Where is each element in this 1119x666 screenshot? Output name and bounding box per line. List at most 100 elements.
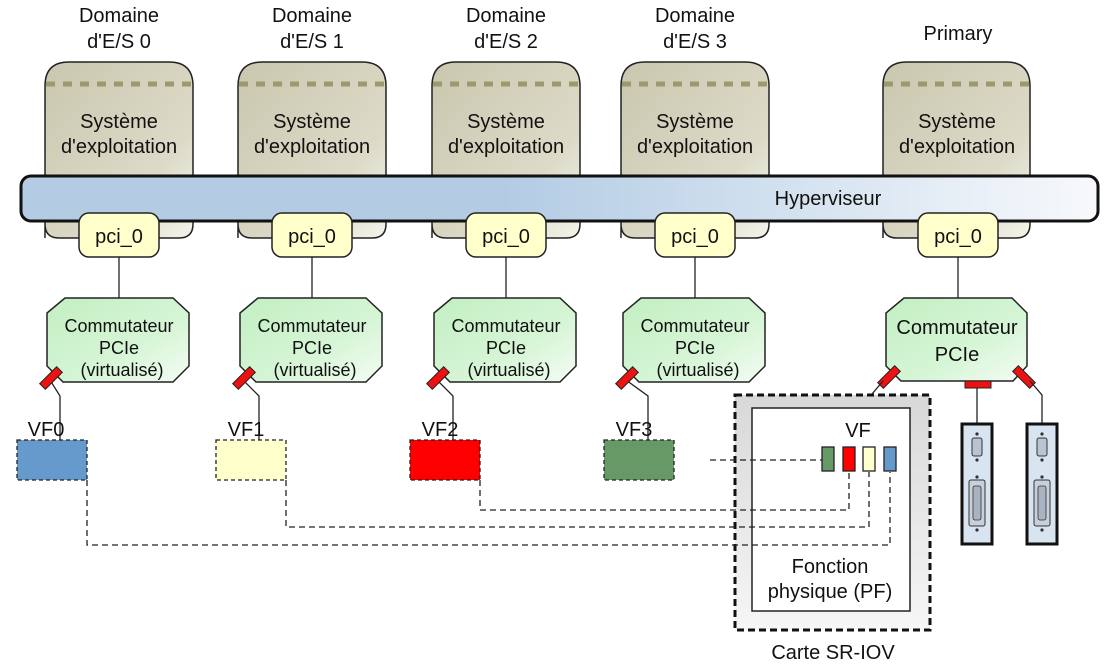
- pci-3: pci_0: [654, 212, 736, 298]
- pci-0: pci_0: [78, 212, 160, 298]
- domain-title-line1: Domaine: [655, 5, 735, 27]
- domain-title-line1: Domaine: [272, 5, 352, 27]
- connector-screw: [1040, 458, 1044, 462]
- primary-os-line1: Système: [918, 111, 996, 133]
- primary-switch-line1: Commutateur: [896, 317, 1017, 339]
- os-label-line2: d'exploitation: [254, 136, 370, 158]
- vf-label: VF0: [28, 419, 65, 441]
- primary-switch-body: [885, 297, 1028, 382]
- switch-port: [231, 365, 257, 391]
- hypervisor: Hyperviseur: [19, 174, 1100, 223]
- switch-body: [622, 297, 766, 383]
- primary-pci: pci_0: [917, 212, 999, 298]
- primary-switch-port-right: [1011, 364, 1037, 390]
- switch-label-line3: (virtualisé): [656, 360, 739, 380]
- vf-box: [16, 439, 88, 481]
- db9-connector-icon: [1036, 437, 1048, 457]
- pci-layer: pci_0 pci_0 pci_0 pci_0: [78, 212, 736, 298]
- switch-to-vf-link: [625, 379, 649, 440]
- vf-links-layer: [86, 459, 891, 546]
- primary-switch-port-left: [876, 364, 902, 390]
- switch-label-line3: (virtualisé): [80, 360, 163, 380]
- physical-io-device-1: [1025, 422, 1059, 546]
- db25-pins: [1037, 485, 1047, 521]
- vf-label: VF2: [422, 419, 459, 441]
- switch-body: [433, 297, 577, 383]
- switch-to-vf-link: [242, 379, 260, 440]
- pci-2: pci_0: [465, 212, 547, 298]
- card-vf-slot-1: [842, 446, 856, 472]
- switch-label-line2: PCIe: [675, 338, 715, 358]
- vf2-to-card-link: [479, 472, 850, 511]
- switch-label-line2: PCIe: [486, 338, 526, 358]
- domain-title-line2: d'E/S 3: [663, 31, 727, 53]
- sriov-card: VF Fonction physique (PF) Carte SR-IOV: [733, 393, 932, 664]
- primary-os-line2: d'exploitation: [899, 136, 1015, 158]
- domain-title-line1: Domaine: [79, 5, 159, 27]
- primary-title: Primary: [924, 23, 993, 45]
- os-label-line2: d'exploitation: [637, 136, 753, 158]
- pci-label: pci_0: [482, 226, 530, 248]
- primary-pci-label: pci_0: [934, 226, 982, 248]
- switch-layer: CommutateurPCIe(virtualisé)VF0Commutateu…: [16, 297, 766, 481]
- switch-to-vf-link: [436, 379, 454, 440]
- os-label-line2: d'exploitation: [61, 136, 177, 158]
- domain-title-line2: d'E/S 0: [87, 31, 151, 53]
- primary-to-device2-link: [1029, 380, 1043, 424]
- card-vf-slot-2: [862, 446, 876, 472]
- vf-3: VF3: [603, 419, 675, 481]
- db25-pins: [972, 485, 982, 521]
- connector-screw: [975, 528, 979, 532]
- pci-label: pci_0: [671, 226, 719, 248]
- switch-body: [239, 297, 383, 383]
- card-vf-slot-3: [883, 446, 897, 472]
- connector-screw: [975, 475, 979, 479]
- os-label-line1: Système: [273, 111, 351, 133]
- physical-devices: [960, 422, 1059, 546]
- sriov-card-label: Carte SR-IOV: [771, 642, 895, 664]
- os-label-line1: Système: [467, 111, 545, 133]
- connector-screw: [975, 432, 979, 436]
- switch-label-line2: PCIe: [99, 338, 139, 358]
- switch-body: [46, 297, 190, 383]
- vf-label: VF1: [228, 419, 265, 441]
- card-vf-label: VF: [845, 420, 871, 442]
- db9-connector-icon: [971, 437, 983, 457]
- primary-switch-line2: PCIe: [935, 344, 979, 366]
- pci-label: pci_0: [288, 226, 336, 248]
- vf-0: VF0: [16, 419, 88, 481]
- hypervisor-bar: [19, 174, 1100, 223]
- pci-1: pci_0: [271, 212, 353, 298]
- physical-io-device-0: [960, 422, 994, 546]
- connector-screw: [975, 458, 979, 462]
- switch-port: [614, 365, 640, 391]
- vf-slots-layer: [821, 446, 897, 472]
- vf-label: VF3: [616, 419, 653, 441]
- os-label-line1: Système: [656, 111, 734, 133]
- connector-screw: [1040, 475, 1044, 479]
- switch-label-line2: PCIe: [292, 338, 332, 358]
- switch-port: [425, 365, 451, 391]
- os-label-line2: d'exploitation: [448, 136, 564, 158]
- domain-title-line1: Domaine: [466, 5, 546, 27]
- vf-1: VF1: [215, 419, 287, 481]
- hypervisor-label: Hyperviseur: [775, 188, 882, 210]
- card-vf-slot-0: [821, 446, 835, 472]
- vf-box: [215, 439, 287, 481]
- vf-2: VF2: [409, 419, 481, 481]
- pf-label-line2: physique (PF): [768, 581, 893, 603]
- switch-label-line3: (virtualisé): [467, 360, 550, 380]
- pf-label-line1: Fonction: [792, 556, 869, 578]
- switch-label-line3: (virtualisé): [273, 360, 356, 380]
- vf1-to-card-link: [285, 472, 870, 528]
- switch-to-vf-link: [49, 379, 61, 440]
- domain-title-line2: d'E/S 2: [474, 31, 538, 53]
- switch-label-line1: Commutateur: [640, 316, 749, 336]
- connector-screw: [1040, 528, 1044, 532]
- vf-box: [603, 439, 675, 481]
